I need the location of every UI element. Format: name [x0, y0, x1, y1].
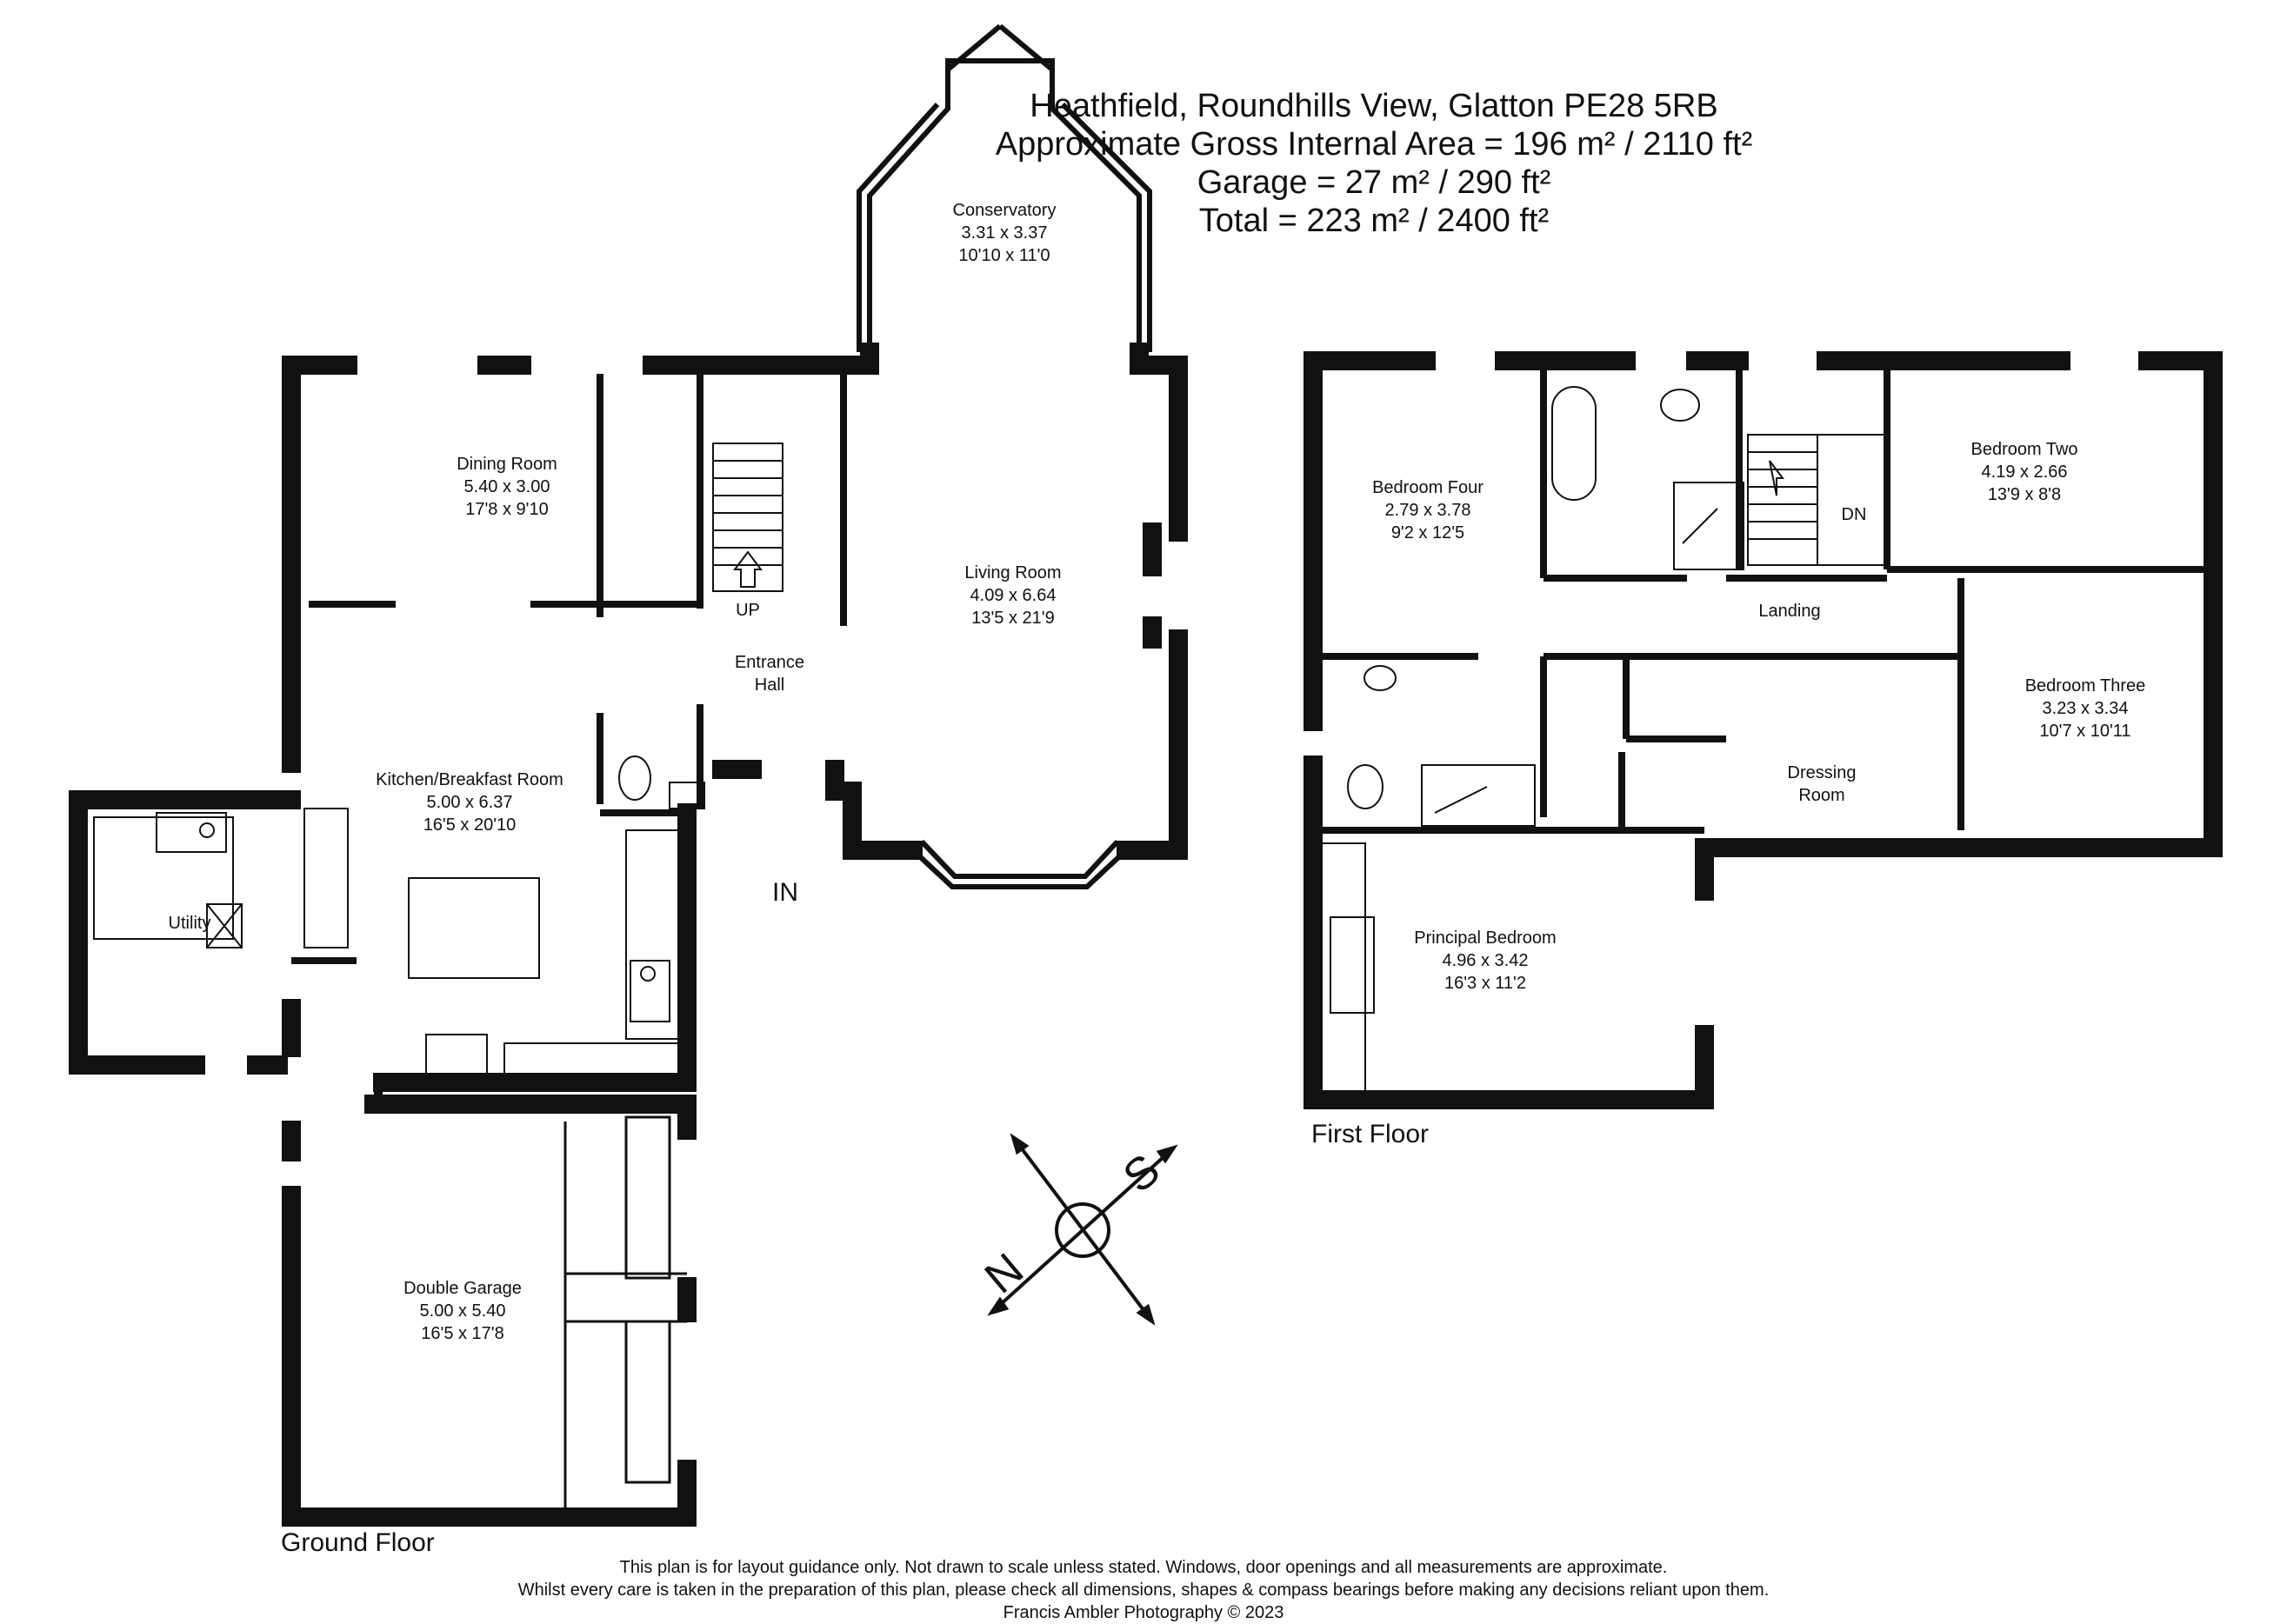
room-label-dressing-room: Dressing Room	[1787, 763, 1857, 805]
room-label-bedroom-three: Bedroom Three 3.23 x 3.34 10'7 x 10'11	[2024, 676, 2146, 741]
plan-header: Heathfield, Roundhills View, Glatton PE2…	[791, 87, 1957, 240]
room-label-entrance-hall: Entrance Hall	[734, 653, 805, 695]
room-label-utility: Utility	[168, 914, 211, 933]
first-floor-label: First Floor	[1311, 1120, 1429, 1148]
room-label-bedroom-two: Bedroom Two 4.19 x 2.66 13'9 x 8'8	[1970, 440, 2078, 504]
header-address: Heathfield, Roundhills View, Glatton PE2…	[1030, 88, 1718, 124]
bathroom-fittings	[1347, 386, 1744, 827]
living-room-bay	[910, 839, 1129, 889]
header-gia: Approximate Gross Internal Area = 196 m²…	[995, 126, 1753, 163]
disclaimer: This plan is for layout guidance only. N…	[0, 1556, 2287, 1624]
room-label-landing: Landing	[1758, 602, 1821, 621]
room-label-conservatory: Conservatory 3.31 x 3.37 10'10 x 11'0	[952, 201, 1057, 265]
room-label-bedroom-four: Bedroom Four 2.79 x 3.78 9'2 x 12'5	[1372, 478, 1484, 542]
compass-rose	[987, 1133, 1178, 1326]
entry-label: IN	[772, 878, 798, 907]
stairs-down-label: DN	[1841, 505, 1867, 524]
room-label-kitchen: Kitchen/Breakfast Room 5.00 x 6.37 16'5 …	[376, 770, 563, 835]
kitchen-fittings	[93, 808, 679, 1083]
header-total: Total = 223 m² / 2400 ft²	[1198, 203, 1550, 239]
disclaimer-line-3: Francis Ambler Photography © 2023	[1003, 1603, 1284, 1622]
stairs-up-label: UP	[736, 601, 760, 620]
conservatory-walls	[857, 23, 1152, 352]
disclaimer-line-2: Whilst every care is taken in the prepar…	[517, 1581, 1770, 1600]
ground-floor-walls	[69, 343, 1188, 1527]
ground-stairs	[712, 443, 783, 592]
room-label-principal-bedroom: Principal Bedroom 4.96 x 3.42 16'3 x 11'…	[1414, 928, 1557, 993]
header-garage: Garage = 27 m² / 290 ft²	[1197, 164, 1551, 201]
disclaimer-line-1: This plan is for layout guidance only. N…	[619, 1558, 1668, 1577]
ground-floor-label: Ground Floor	[281, 1528, 435, 1557]
garage-doors	[563, 1115, 687, 1517]
first-stairs	[1747, 434, 1888, 566]
first-floor-internal-walls	[1322, 369, 2213, 834]
wardrobes	[1321, 842, 1375, 1092]
ground-wc	[618, 755, 705, 809]
room-label-living-room: Living Room 4.09 x 6.64 13'5 x 21'9	[964, 563, 1062, 628]
ground-floor-internal-walls	[291, 374, 847, 1095]
first-floor-walls	[1304, 351, 2223, 1109]
room-label-double-garage: Double Garage 5.00 x 5.40 16'5 x 17'8	[403, 1279, 522, 1343]
room-label-dining-room: Dining Room 5.40 x 3.00 17'8 x 9'10	[457, 455, 557, 519]
